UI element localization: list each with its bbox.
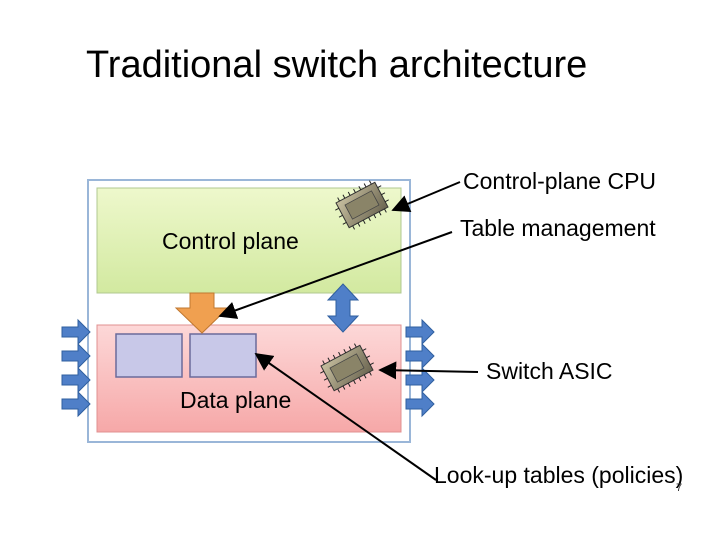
port-arrow-icon [61, 367, 91, 393]
control-plane-label: Control plane [162, 228, 299, 254]
port-arrow-icon [61, 391, 91, 417]
port-arrow-icon [61, 343, 91, 369]
lookup-table-1 [115, 333, 183, 378]
left-port-arrows [61, 319, 91, 417]
control-to-data-arrow [174, 292, 230, 334]
callout-control-cpu: Control-plane CPU [463, 168, 657, 194]
callout-line-asic [378, 361, 479, 380]
bidirectional-arrow [326, 283, 360, 333]
port-arrow-icon [61, 319, 91, 345]
callout-table-management: Table management [460, 215, 656, 241]
page-number: 7 [676, 482, 683, 494]
slide-title: Traditional switch architecture [86, 44, 588, 86]
callout-line-table-mgmt [218, 231, 453, 319]
lookup-table-2 [189, 333, 257, 378]
callout-line-cpu [391, 181, 461, 213]
callout-switch-asic: Switch ASIC [486, 358, 613, 384]
data-plane-label: Data plane [180, 387, 292, 413]
callout-lookup-tables: Look-up tables (policies) [434, 462, 684, 488]
callout-line-lookup [254, 352, 437, 481]
